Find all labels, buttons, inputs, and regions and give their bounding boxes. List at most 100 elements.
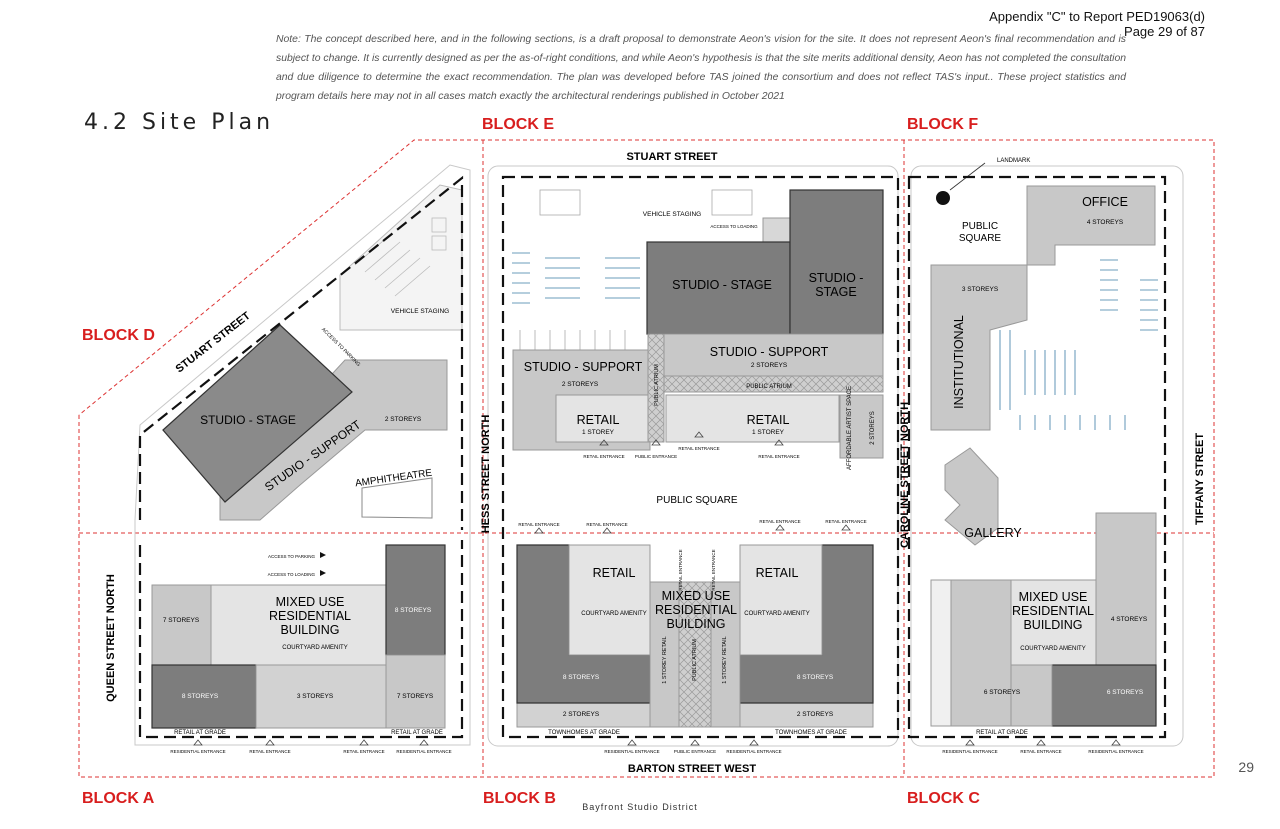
institutional-label: INSTITUTIONAL — [952, 315, 966, 409]
block-e-retail-entrance: RETAIL ENTRANCE — [678, 446, 719, 451]
block-c-mixed-line1: MIXED USE — [1019, 590, 1088, 604]
block-b-residential-entrance: RESIDENTIAL ENTRANCE — [726, 749, 781, 754]
block-b-retail-entrance: RETAIL ENTRANCE — [678, 549, 683, 590]
block-e-support-right-storeys: 2 STOREYS — [751, 362, 788, 369]
block-a-courtyard: COURTYARD AMENITY — [282, 645, 347, 651]
block-e-atrium-v: PUBLIC ATRIUM — [654, 364, 660, 406]
block-f-label: BLOCK F — [907, 116, 979, 133]
disclaimer-note: Note: The concept described here, and in… — [276, 34, 1126, 102]
block-b-mixed-line1: MIXED USE — [662, 589, 731, 603]
barton-street-label: BARTON STREET WEST — [628, 763, 756, 775]
block-c-mixed-line3: BUILDING — [1023, 618, 1082, 632]
block-e-stage-2-line2: STAGE — [815, 285, 856, 299]
block-b-courtyard-left: COURTYARD AMENITY — [581, 611, 646, 617]
block-b-public-entrance: PUBLIC ENTRANCE — [674, 749, 716, 754]
block-a-8-storeys-right: 8 STOREYS — [395, 607, 432, 614]
landmark-marker — [936, 191, 950, 205]
block-d-label: BLOCK D — [82, 327, 155, 344]
hess-street-label: HESS STREET NORTH — [480, 415, 492, 534]
block-e-plan: VEHICLE STAGING ACCESS TO LOADING STUDIO… — [501, 175, 900, 739]
block-a-retail-entrance: RETAIL ENTRANCE — [343, 749, 384, 754]
footer-title: Bayfront Studio District — [582, 802, 698, 812]
affordable-storeys: 2 STOREYS — [870, 411, 876, 445]
block-e-public-entrance: PUBLIC ENTRANCE — [635, 454, 677, 459]
block-d-access: ACCESS TO PARKING — [320, 327, 361, 368]
page-count: Page 29 of 87 — [1124, 24, 1205, 39]
appendix-label: Appendix "C" to Report PED19063(d) — [989, 9, 1205, 24]
stuart-street-label: STUART STREET — [626, 151, 717, 163]
block-c-4-storeys: 4 STOREYS — [1111, 616, 1148, 623]
block-b-townhomes-right: TOWNHOMES AT GRADE — [775, 730, 847, 736]
block-c-retail-entrance: RETAIL ENTRANCE — [1020, 749, 1061, 754]
block-a-access-parking: ACCESS TO PARKING — [268, 554, 316, 559]
block-e-public-square: PUBLIC SQUARE — [656, 495, 737, 506]
block-e-support-right: STUDIO - SUPPORT — [710, 345, 829, 359]
block-c-plan: MIXED USE RESIDENTIAL BUILDING COURTYARD… — [930, 512, 1157, 754]
block-b-atrium: PUBLIC ATRIUM — [692, 639, 698, 681]
block-d-stage-label: STUDIO - STAGE — [200, 413, 296, 427]
block-c-6-storeys-right: 6 STOREYS — [1107, 689, 1144, 696]
block-b-retail-right: RETAIL — [756, 566, 799, 580]
page-number: 29 — [1238, 759, 1254, 775]
block-e-stage-2-line1: STUDIO - — [809, 271, 864, 285]
block-e-vehicle-staging: VEHICLE STAGING — [643, 211, 701, 218]
queen-street-label: QUEEN STREET NORTH — [105, 574, 117, 702]
block-c-residential-entrance: RESIDENTIAL ENTRANCE — [942, 749, 997, 754]
block-b-retail-1storey-left: 1 STOREY RETAIL — [662, 636, 668, 683]
block-d-vehicle-staging: VEHICLE STAGING — [391, 308, 449, 315]
block-e-retail-left: RETAIL — [577, 413, 620, 427]
block-b-residential-entrance: RESIDENTIAL ENTRANCE — [604, 749, 659, 754]
block-e-access-loading: ACCESS TO LOADING — [710, 224, 758, 229]
block-b-8-storeys-left: 8 STOREYS — [563, 674, 600, 681]
block-c-courtyard: COURTYARD AMENITY — [1020, 646, 1085, 652]
block-b-mixed-line3: BUILDING — [666, 617, 725, 631]
block-a-residential-entrance: RESIDENTIAL ENTRANCE — [170, 749, 225, 754]
block-e-retail-entrance: RETAIL ENTRANCE — [518, 522, 559, 527]
landmark-label: LANDMARK — [997, 158, 1030, 164]
gallery-label: GALLERY — [964, 526, 1022, 540]
block-b-8-storeys-right: 8 STOREYS — [797, 674, 834, 681]
block-c-label: BLOCK C — [907, 790, 980, 807]
report-reference: Appendix "C" to Report PED19063(d) Page … — [989, 9, 1205, 39]
block-a-access-loading: ACCESS TO LOADING — [268, 572, 316, 577]
block-e-atrium-h: PUBLIC ATRIUM — [746, 384, 792, 390]
block-f-square-line2: SQUARE — [959, 233, 1002, 244]
block-e-retail-entrance: RETAIL ENTRANCE — [759, 519, 800, 524]
block-b-plan: RETAIL RETAIL COURTYARD AMENITY COURTYAR… — [516, 544, 874, 754]
block-a-mixed-line3: BUILDING — [280, 623, 339, 637]
block-e-retail-entrance: RETAIL ENTRANCE — [758, 454, 799, 459]
block-e-support-left: STUDIO - SUPPORT — [524, 360, 643, 374]
block-e-retail-left-storey: 1 STOREY — [582, 429, 615, 436]
block-a-retail-grade-right: RETAIL AT GRADE — [391, 730, 443, 736]
block-a-8-storeys-left: 8 STOREYS — [182, 693, 219, 700]
office-label: OFFICE — [1082, 195, 1128, 209]
caroline-street-label: CAROLINE STREET NORTH — [899, 402, 911, 548]
block-a-mixed-line1: MIXED USE — [276, 595, 345, 609]
block-f-square-line1: PUBLIC — [962, 221, 998, 232]
block-f-plan: LANDMARK PUBLIC SQUARE OFFICE 4 STOREYS … — [907, 158, 1167, 739]
block-a-label: BLOCK A — [82, 790, 155, 807]
block-a-residential-entrance: RESIDENTIAL ENTRANCE — [396, 749, 451, 754]
block-b-townhomes-left: TOWNHOMES AT GRADE — [548, 730, 620, 736]
office-storeys: 4 STOREYS — [1087, 219, 1124, 226]
section-title: 4.2 Site Plan — [84, 110, 275, 135]
block-e-retail-entrance: RETAIL ENTRANCE — [583, 454, 624, 459]
block-e-retail-right-storey: 1 STOREY — [752, 429, 785, 436]
block-e-retail-entrance: RETAIL ENTRANCE — [825, 519, 866, 524]
block-b-retail-left: RETAIL — [593, 566, 636, 580]
block-a-mixed-line2: RESIDENTIAL — [269, 609, 351, 623]
block-a-plan: MIXED USE RESIDENTIAL BUILDING COURTYARD… — [138, 540, 464, 754]
block-a-7-storeys-right: 7 STOREYS — [397, 693, 434, 700]
block-c-retail-grade: RETAIL AT GRADE — [976, 730, 1028, 736]
block-b-2-storeys-left: 2 STOREYS — [563, 711, 600, 718]
block-a-retail-entrance: RETAIL ENTRANCE — [249, 749, 290, 754]
block-c-6-storeys-left: 6 STOREYS — [984, 689, 1021, 696]
block-e-support-left-storeys: 2 STOREYS — [562, 381, 599, 388]
block-e-retail-right: RETAIL — [747, 413, 790, 427]
block-c-mixed-line2: RESIDENTIAL — [1012, 604, 1094, 618]
block-b-mixed-line2: RESIDENTIAL — [655, 603, 737, 617]
block-a-retail-grade-left: RETAIL AT GRADE — [174, 730, 226, 736]
block-b-retail-entrance: RETAIL ENTRANCE — [711, 549, 716, 590]
institutional-storeys: 3 STOREYS — [962, 286, 999, 293]
